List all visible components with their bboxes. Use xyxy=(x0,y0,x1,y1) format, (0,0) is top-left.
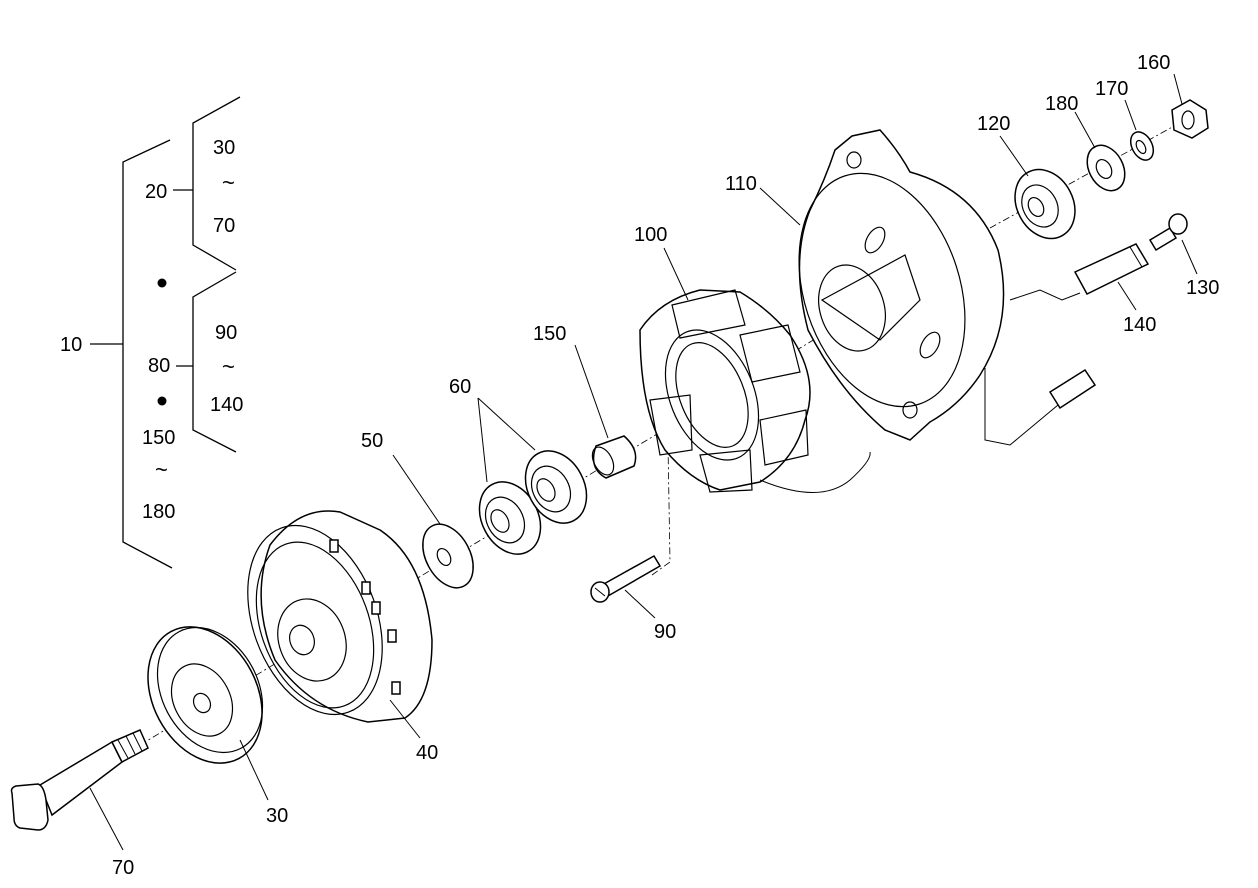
part-120-bearing xyxy=(1014,168,1076,240)
part-60-bearings xyxy=(478,450,588,555)
label-180: 180 xyxy=(142,501,175,523)
label-70: 70 xyxy=(213,215,235,237)
tilde-80: ~ xyxy=(222,354,235,379)
label-90: 90 xyxy=(215,322,237,344)
label-30: 30 xyxy=(213,137,235,159)
callout-90: 90 xyxy=(654,621,676,643)
label-150: 150 xyxy=(142,427,175,449)
bullet-2 xyxy=(157,396,167,406)
callout-130: 130 xyxy=(1186,277,1219,299)
part-140-sleeve xyxy=(1073,243,1150,295)
part-110-housing xyxy=(798,129,1097,446)
assembly-hierarchy: 10 20 30 ~ 70 80 90 ~ 140 150 ~ 180 xyxy=(60,96,243,569)
bracket-axis xyxy=(1009,289,1081,301)
callout-160: 160 xyxy=(1137,52,1170,74)
callout-60: 60 xyxy=(449,376,471,398)
part-70-bolt xyxy=(10,729,149,831)
part-30-disc xyxy=(147,626,264,764)
callout-labels: 70 30 40 50 60 150 100 110 120 180 170 1… xyxy=(112,52,1219,879)
label-140: 140 xyxy=(210,394,243,416)
callout-120: 120 xyxy=(977,113,1010,135)
part-160-nut xyxy=(1171,99,1209,139)
label-10: 10 xyxy=(60,334,82,356)
label-20: 20 xyxy=(145,181,167,203)
part-50-washer xyxy=(422,523,474,589)
bullet-1 xyxy=(157,278,167,288)
callout-110: 110 xyxy=(725,173,757,195)
callout-100: 100 xyxy=(634,224,667,246)
callout-30: 30 xyxy=(266,805,288,827)
callout-50: 50 xyxy=(361,430,383,452)
leader-lines xyxy=(89,73,1198,851)
part-40-rotor xyxy=(247,510,433,723)
bracket-80 xyxy=(192,271,237,453)
label-80: 80 xyxy=(148,355,170,377)
part-150-spacer xyxy=(591,435,637,479)
bracket-20 xyxy=(192,96,241,271)
part-90-screw xyxy=(590,554,662,603)
upper-axis xyxy=(989,119,1186,229)
callout-140: 140 xyxy=(1123,314,1156,336)
callout-170: 170 xyxy=(1095,78,1128,100)
tilde-20: ~ xyxy=(222,170,235,195)
bolt-axis xyxy=(651,444,671,576)
bracket-10 xyxy=(122,139,173,569)
part-100-stator xyxy=(639,289,871,493)
part-170-lockwasher xyxy=(1129,131,1155,161)
callout-70: 70 xyxy=(112,857,134,879)
callout-150: 150 xyxy=(533,323,566,345)
part-180-washer xyxy=(1086,144,1126,192)
callout-40: 40 xyxy=(416,742,438,764)
callout-180: 180 xyxy=(1045,93,1078,115)
tilde-150: ~ xyxy=(155,457,168,482)
part-130-screw xyxy=(1148,213,1188,252)
